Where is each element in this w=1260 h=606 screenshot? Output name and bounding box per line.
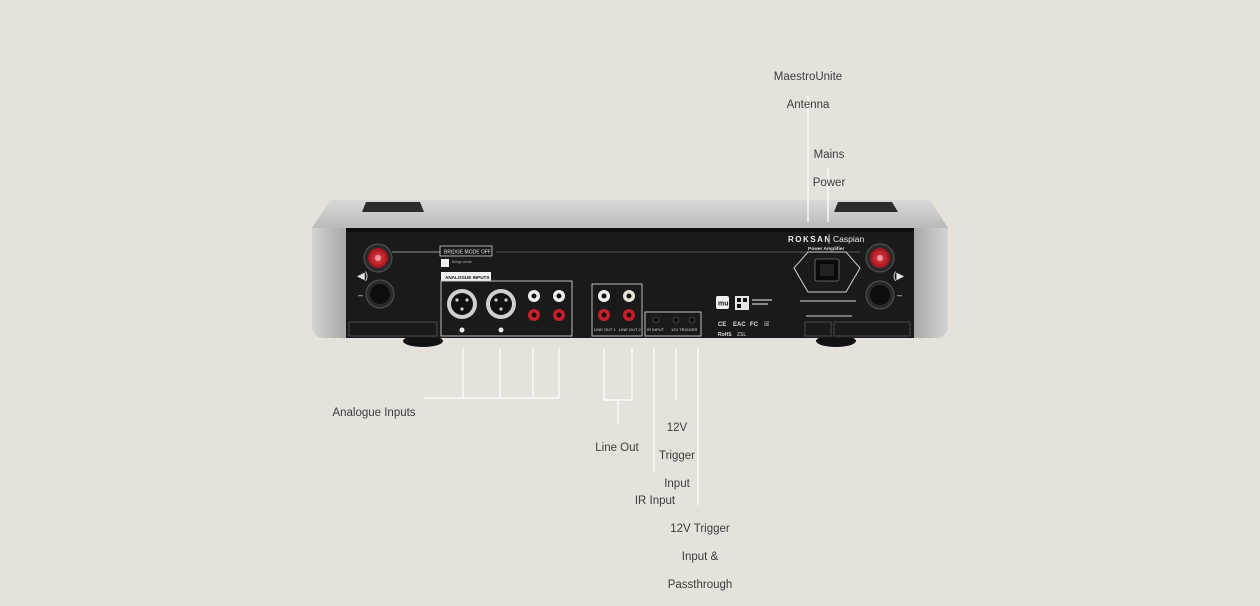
callout-maestrounite-antenna: MaestroUnite Antenna [760,56,856,126]
brand-name: ROKSAN [788,235,832,244]
callout-line: Mains [813,149,845,161]
callout-line: 12V Trigger [670,523,730,535]
svg-text:FC: FC [750,322,759,328]
callout-line: Input [664,478,690,490]
callout-line: Trigger [659,450,695,462]
vent-slots [348,321,911,337]
svg-text:–: – [897,290,902,300]
callout-line: Analogue Inputs [332,407,416,419]
trigger-label: 12V TRIGGER [671,327,697,332]
svg-text:ZSL: ZSL [737,332,746,338]
right-speaker-terminals: (▶ – [865,243,904,310]
leader-lines [424,96,829,505]
callout-line: IR Input [634,495,676,507]
chassis-top [312,200,948,228]
svg-text:☒: ☒ [764,321,769,328]
model-name: Caspian [833,234,864,244]
svg-text:–: – [358,290,363,300]
product-type: Power Amplifier [808,246,844,252]
callout-line: Antenna [786,99,830,111]
ir-input-label: IR INPUT [647,327,665,332]
callout-12v-trigger-passthrough: 12V Trigger Input & Passthrough [654,508,746,606]
line-out-2-label: LINE OUT 2 [619,327,641,332]
left-speaker-terminals: ◀) – [357,243,395,309]
callout-line: Input & [681,551,719,563]
maestro-logo: mu [718,301,729,308]
svg-text:(▶: (▶ [893,271,904,282]
bridge-mode-label: BRIDGE MODE OFF [444,250,491,256]
branding: ROKSAN Caspian Power Amplifier [788,234,864,252]
callout-mains-power: Mains Power [794,134,864,204]
mains-power-inlet [793,251,861,317]
callout-ir-input: IR Input [620,480,690,522]
line-out-block: LINE OUT 1 LINE OUT 2 [591,283,643,337]
ir-trigger-block: IR INPUT 12V TRIGGER [644,311,702,337]
ce-mark: CE [718,322,726,328]
svg-text:Bridge mode: Bridge mode [452,260,472,264]
callout-line-out: Line Out [582,427,652,469]
analogue-inputs-label: ANALOGUE INPUTS [445,275,489,280]
callout-line: Power [812,177,846,189]
callout-analogue-inputs: Analogue Inputs [318,392,430,434]
analogue-inputs-block: ANALOGUE INPUTS [440,272,573,337]
right-side-panel [914,228,948,338]
speaker-icon: ◀) [357,271,368,282]
left-side-panel [312,228,346,338]
callout-line: Passthrough [667,579,733,591]
rear-panel [346,228,914,338]
callout-line: 12V [666,422,688,434]
callout-line: Line Out [595,442,639,454]
line-out-1-label: LINE OUT 1 [594,327,616,332]
callout-line: MaestroUnite [773,71,843,83]
svg-text:EAC: EAC [733,322,746,328]
callout-12v-trigger-input: 12V Trigger Input [646,407,708,505]
svg-text:RoHS: RoHS [718,332,732,338]
compliance-area: mu CE EAC FC ☒ RoHS ZSL [716,296,772,338]
bridge-mode-area: BRIDGE MODE OFF Bridge mode [392,245,860,267]
